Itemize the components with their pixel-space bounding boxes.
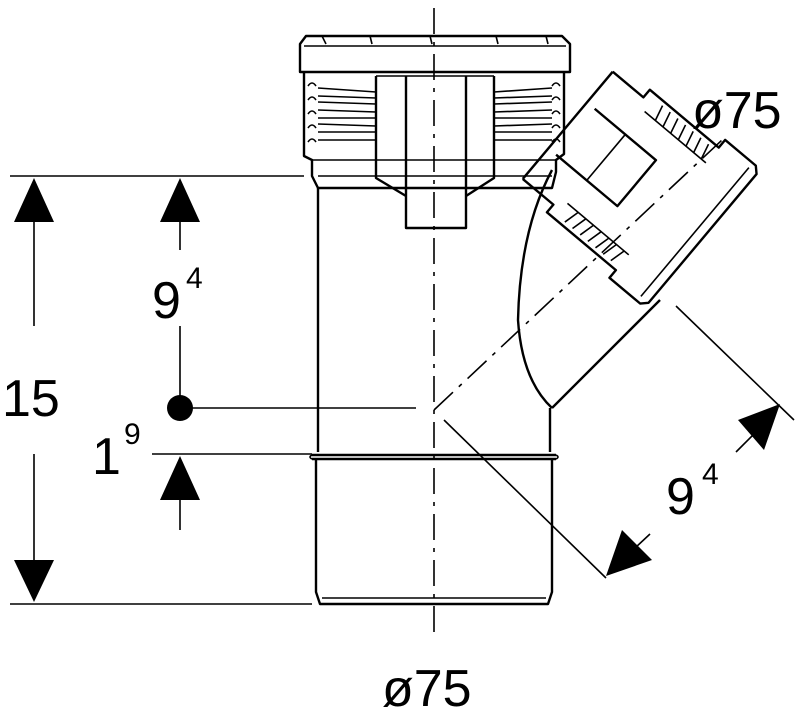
branch-pipe (516, 70, 758, 409)
upper-length-label: 9 (152, 272, 181, 330)
diameter-top-label: ø75 (692, 82, 782, 140)
lower-length-superscript: 9 (124, 418, 141, 451)
branch-length-label: 9 (666, 468, 695, 526)
dim-arrow-up (160, 456, 200, 500)
branch-dimension (443, 305, 795, 579)
diameter-bottom-label: ø75 (382, 660, 472, 712)
upper-length-superscript: 4 (186, 262, 203, 295)
branch-length-superscript: 4 (702, 458, 719, 491)
dim-arrow-diagonal (738, 404, 780, 450)
dim-arrow-up (14, 178, 54, 222)
center-lines (433, 8, 723, 640)
top-socket (298, 34, 572, 230)
dim-arrow-up (160, 178, 200, 222)
dim-arrow-down (14, 560, 54, 602)
dim-arrow-diagonal (606, 530, 652, 576)
center-point-dot (167, 395, 193, 421)
lower-length-label: 1 (92, 428, 121, 486)
total-length-label: 15 (2, 370, 60, 428)
vertical-dimensions (10, 175, 416, 605)
